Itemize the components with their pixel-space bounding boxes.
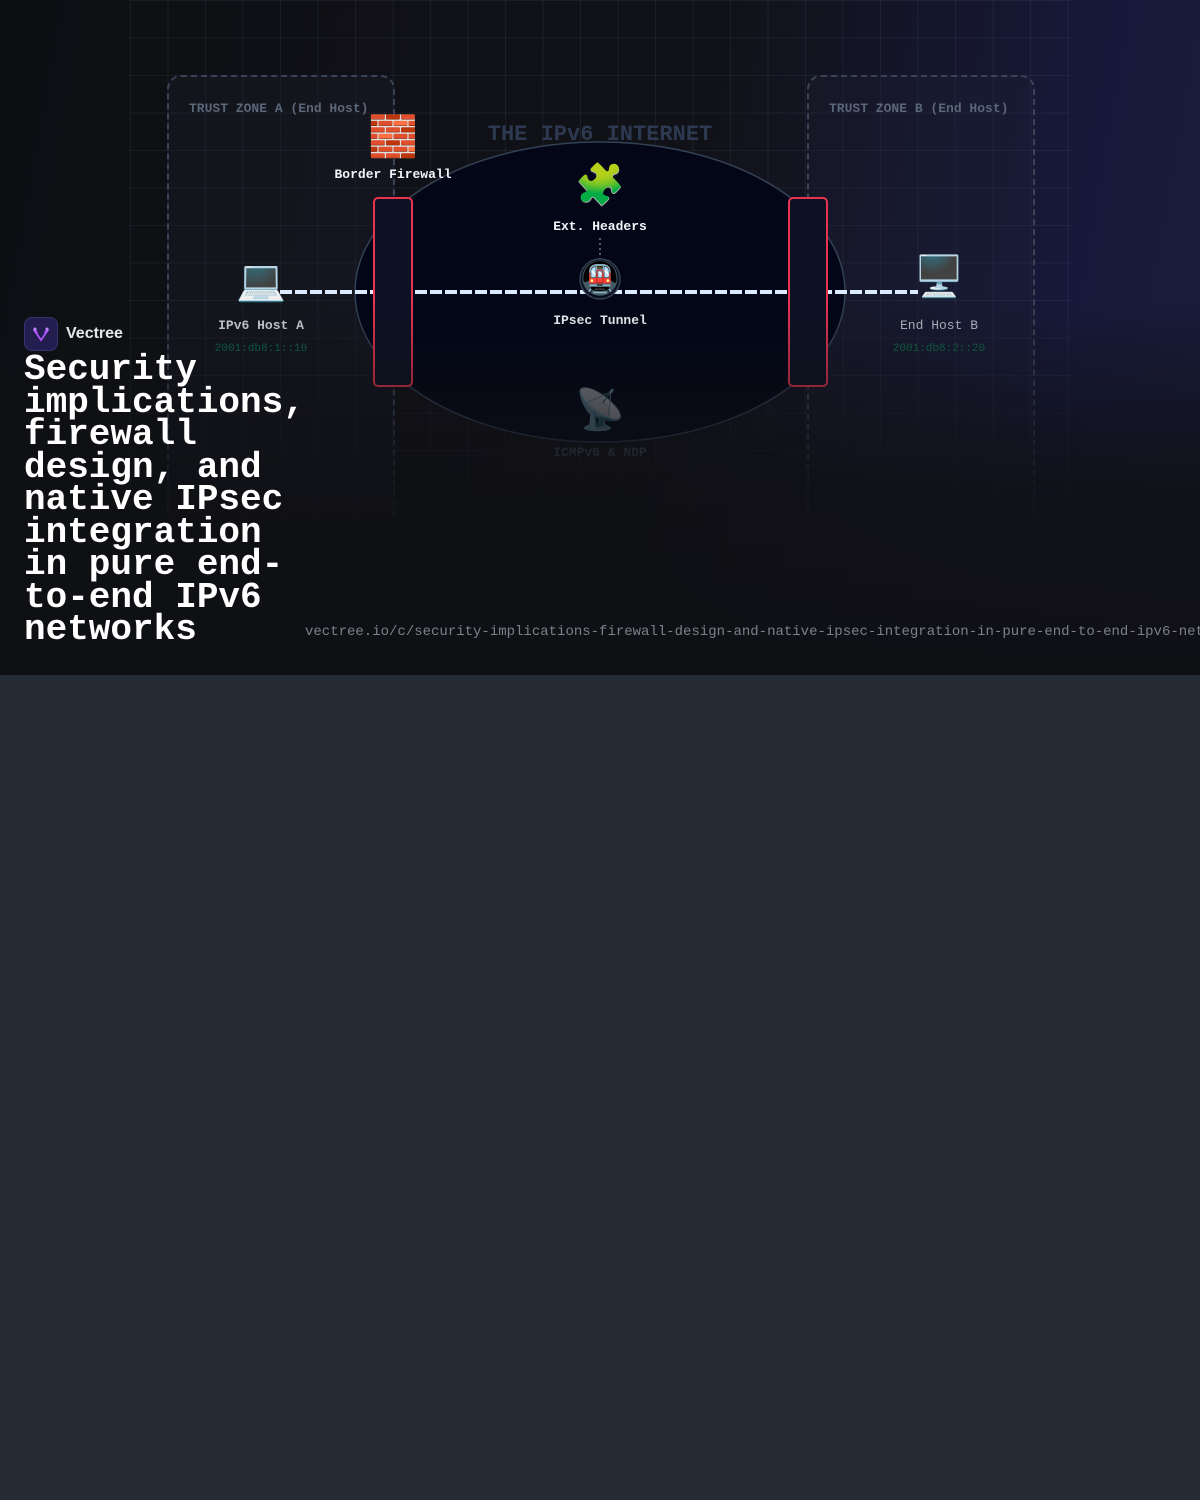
- firewall-pillar-b: [788, 197, 828, 387]
- puzzle-piece-icon: 🧩: [575, 162, 625, 208]
- host-a-label: IPv6 Host A: [218, 318, 304, 333]
- brand-name: Vectree: [66, 325, 123, 342]
- trust-zone-b-label: TRUST ZONE B (End Host): [829, 101, 1009, 116]
- laptop-icon: 💻: [236, 258, 286, 304]
- metro-train-icon: 🚇: [580, 259, 620, 297]
- host-b-address: 2001:db8:2::20: [892, 343, 986, 355]
- trust-zone-a-label: TRUST ZONE A (End Host): [189, 101, 369, 116]
- internet-label: THE IPv6 INTERNET: [487, 122, 713, 147]
- page-title: Security implications, firewall design, …: [24, 349, 305, 650]
- firewall-pillar-a: [373, 197, 413, 387]
- satellite-dish-icon: 📡: [575, 387, 625, 433]
- vectree-logo-icon: [24, 317, 58, 351]
- page-url[interactable]: vectree.io/c/security-implications-firew…: [305, 624, 1200, 640]
- tunnel-node: [579, 258, 621, 300]
- desktop-computer-icon: 🖥️: [914, 254, 964, 300]
- icmpv6-ndp-label: ICMPv6 & NDP: [553, 445, 647, 460]
- hero-banner: TRUST ZONE A (End Host) TRUST ZONE B (En…: [0, 0, 1200, 675]
- border-firewall-label: Border Firewall: [334, 167, 452, 182]
- host-b-label: End Host B: [899, 318, 979, 333]
- ext-headers-label: Ext. Headers: [553, 219, 647, 234]
- ipsec-tunnel-label: IPsec Tunnel: [553, 313, 647, 328]
- brand[interactable]: Vectree: [24, 317, 123, 351]
- brick-wall-icon: 🧱: [368, 114, 418, 160]
